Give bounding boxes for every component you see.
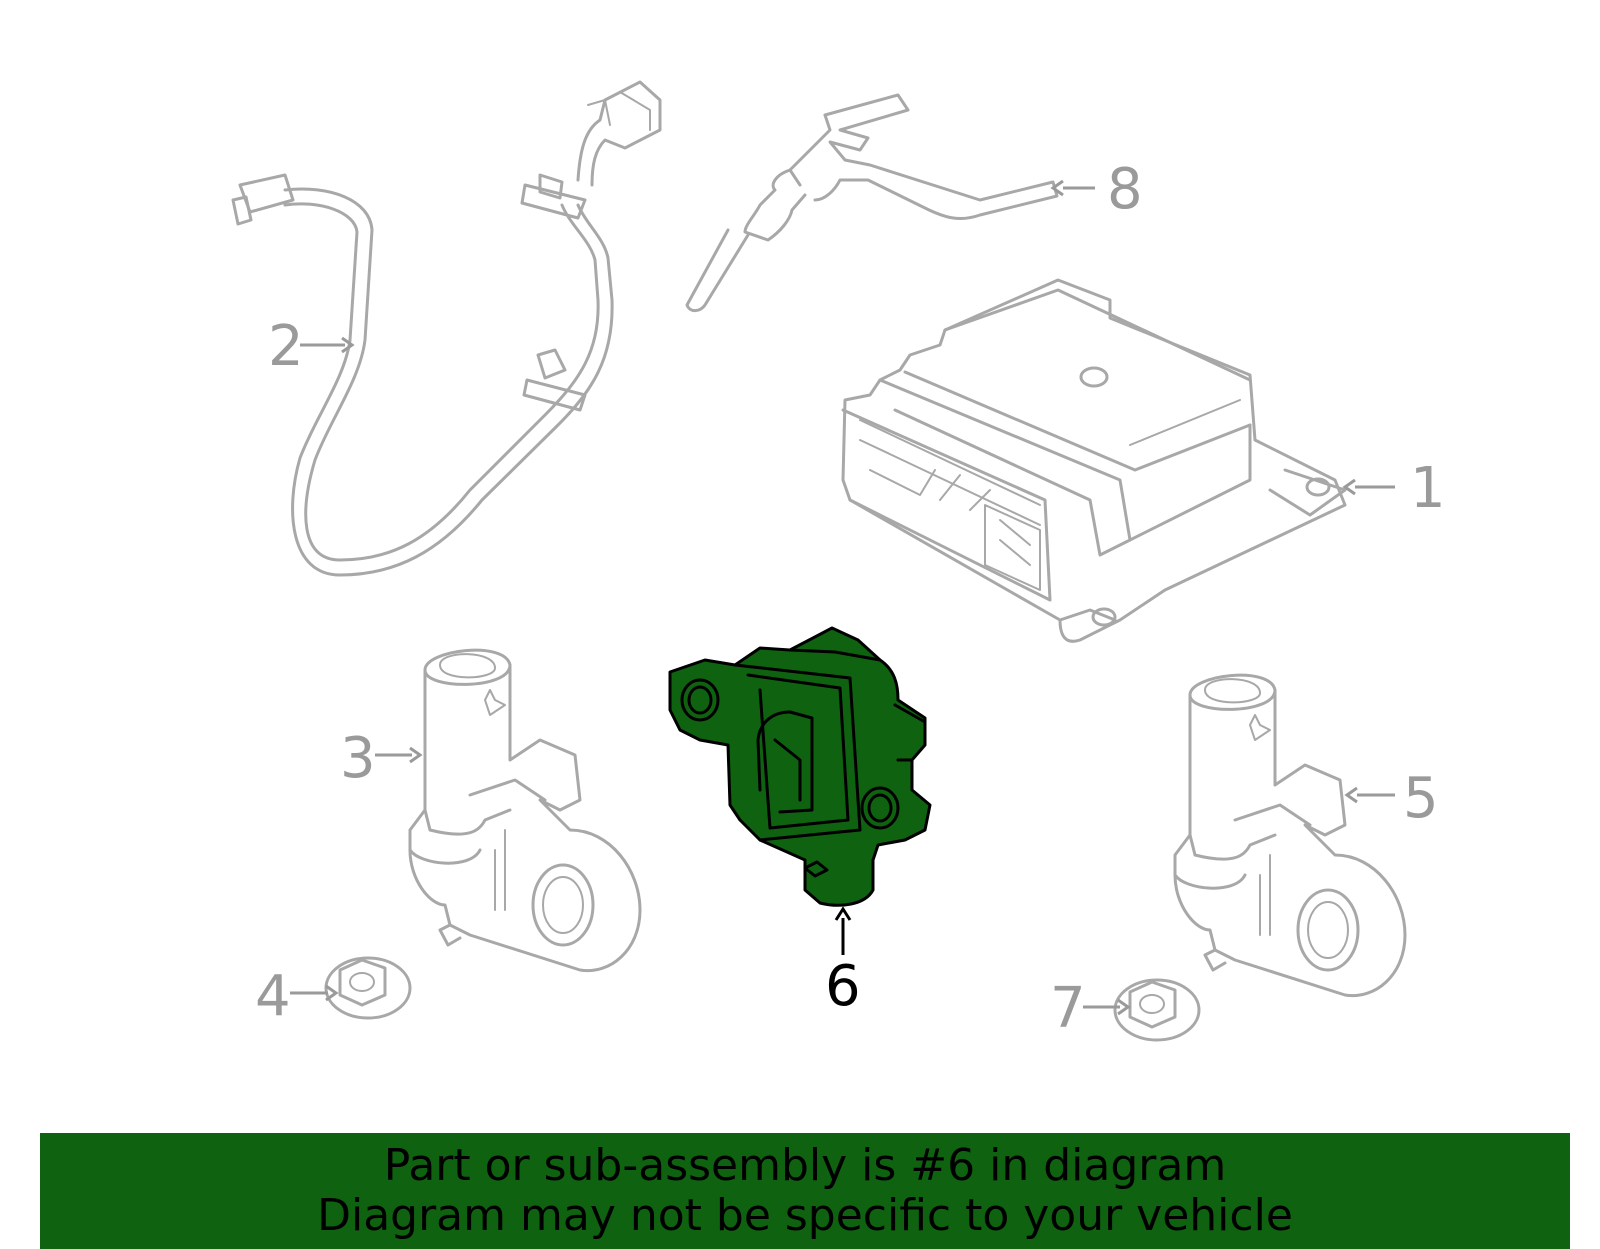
banner-line-1: Part or sub-assembly is #6 in diagram [383,1140,1227,1191]
part-4-nut[interactable] [324,956,412,1020]
callout-2: 2 [268,314,304,379]
callout-6: 6 [825,954,861,1019]
callout-7: 7 [1050,976,1086,1041]
info-banner: Part or sub-assembly is #6 in diagram Di… [40,1133,1570,1249]
part-3-position-sensor[interactable] [408,648,642,973]
leader-arrows [290,179,1395,1016]
part-1-control-module[interactable] [841,278,1347,643]
callout-5: 5 [1403,766,1439,831]
callout-3: 3 [340,726,376,791]
part-6-impact-sensor[interactable] [668,626,932,907]
callout-1: 1 [1410,456,1446,521]
part-5-position-sensor[interactable] [1173,673,1407,998]
callout-8: 8 [1107,157,1143,222]
banner-line-2: Diagram may not be specific to your vehi… [317,1190,1293,1241]
callout-4: 4 [255,964,291,1029]
part-7-nut[interactable] [1113,978,1201,1042]
parts-diagram: 1 2 3 4 5 6 7 8 [231,80,1446,1042]
part-8-sensor-probe[interactable] [685,93,1059,313]
